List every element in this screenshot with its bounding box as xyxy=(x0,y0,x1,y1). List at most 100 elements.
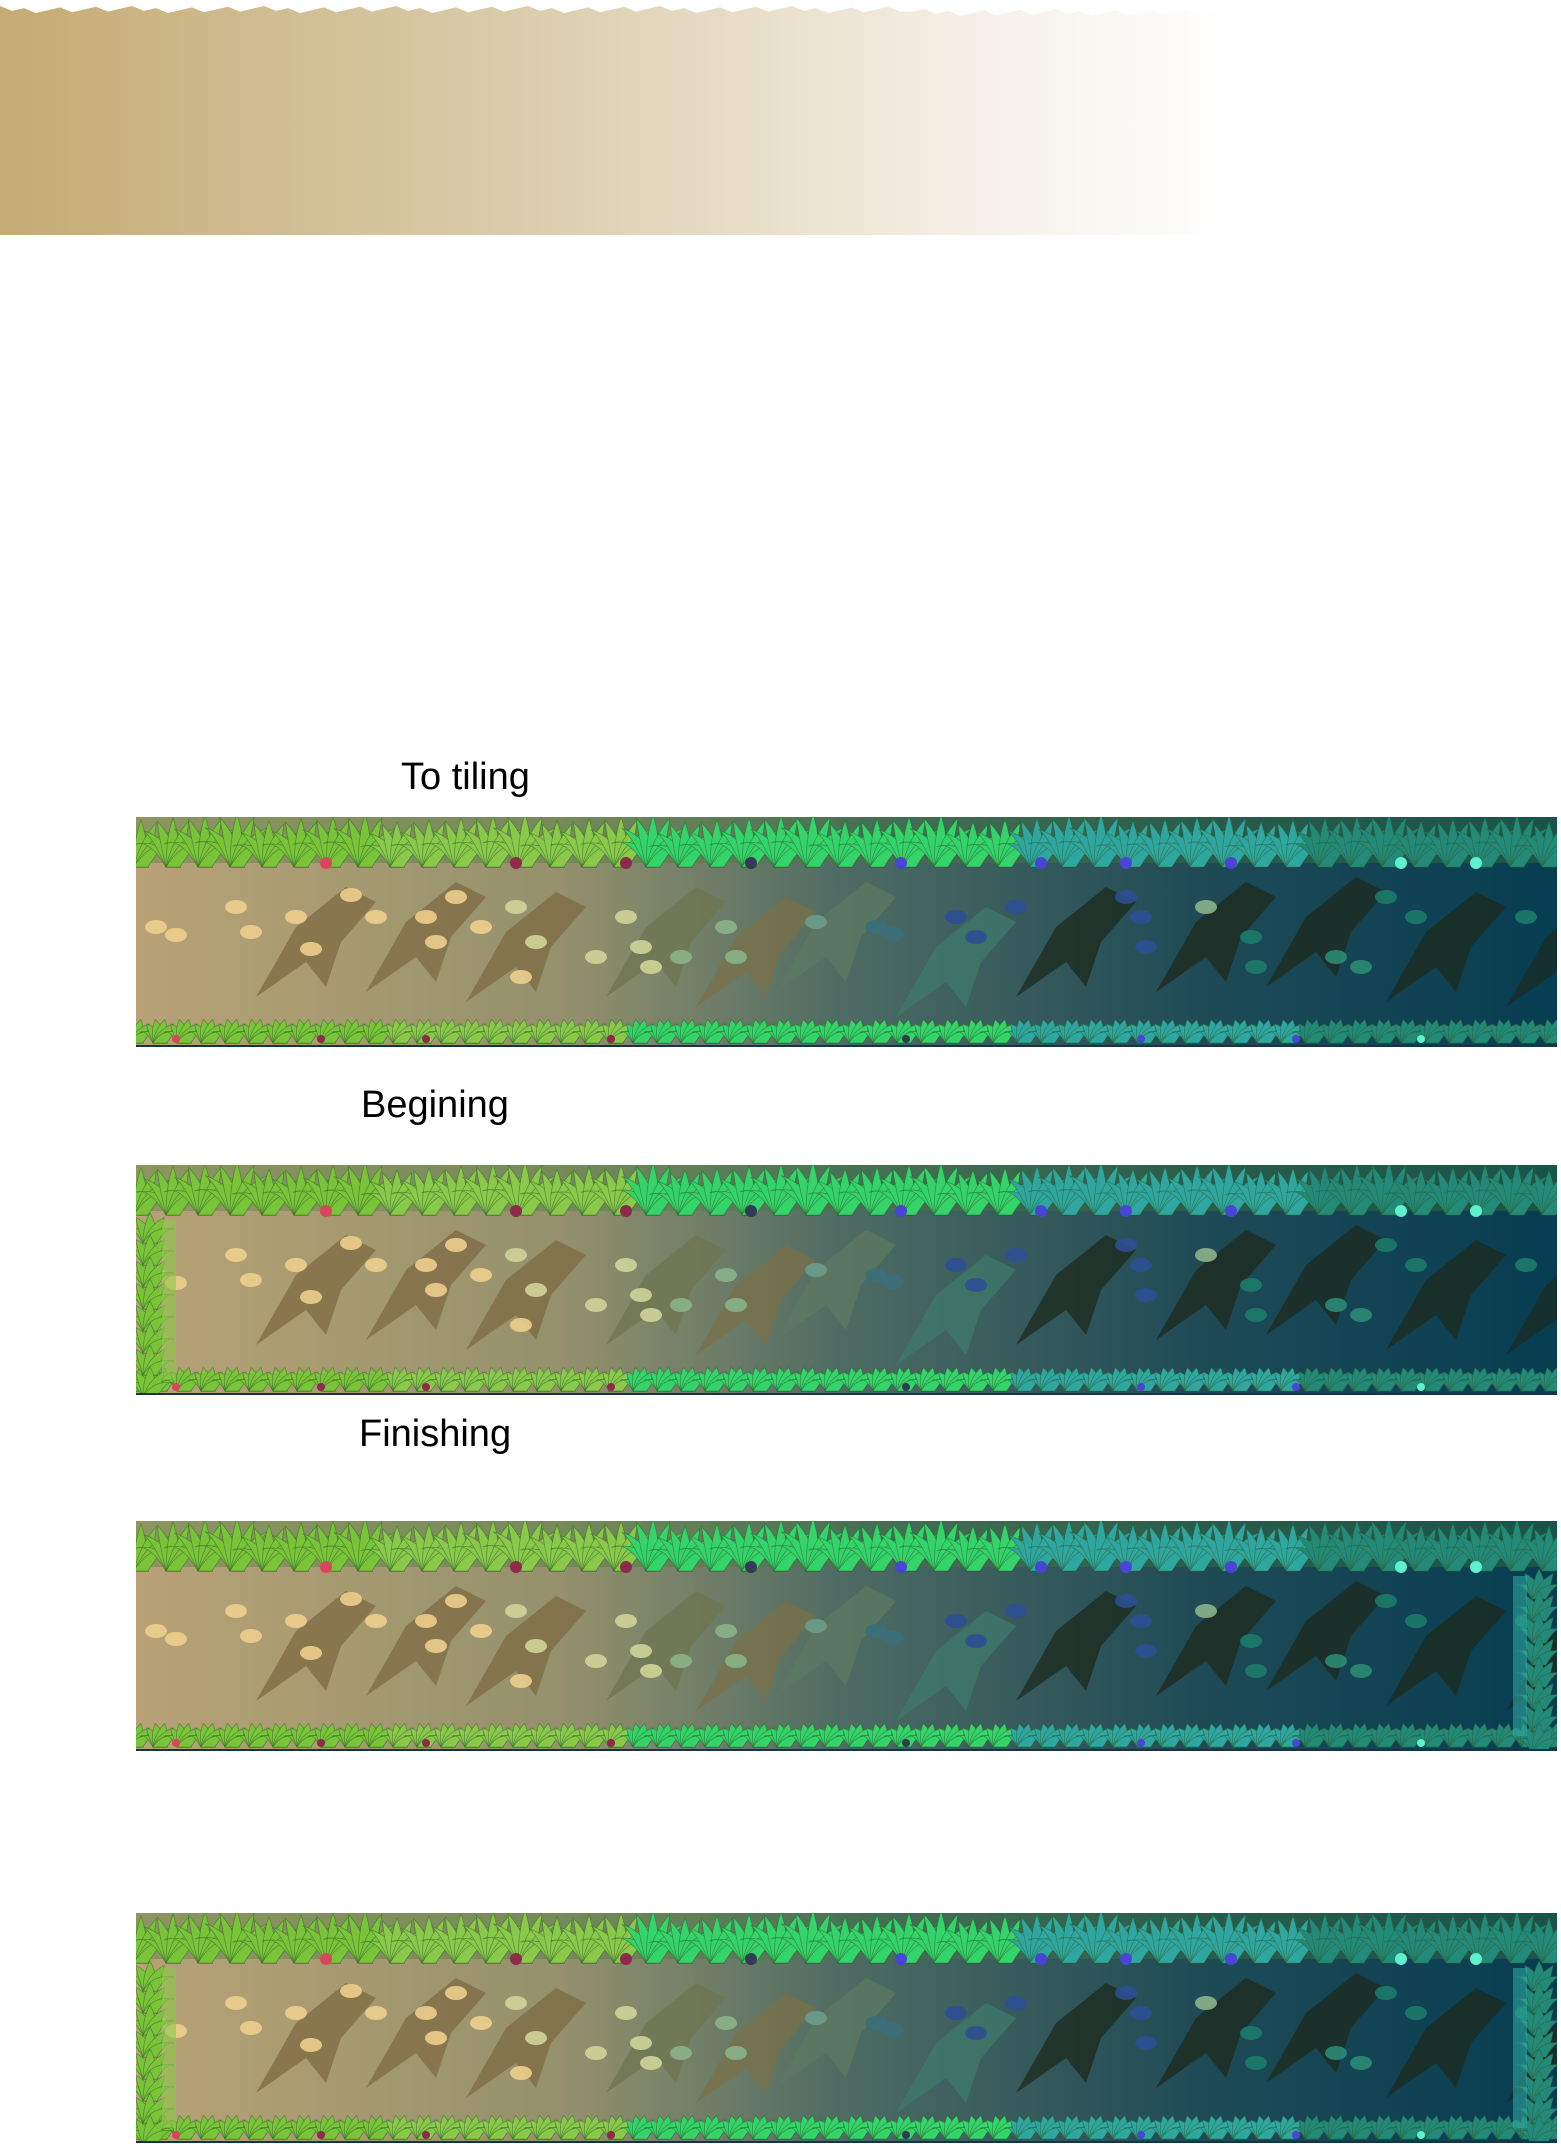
ground-spot xyxy=(445,1238,467,1252)
ground-spot xyxy=(525,2031,547,2045)
ground-spot xyxy=(1325,2046,1347,2060)
grass-clump xyxy=(259,1366,301,1392)
grass-clump xyxy=(1195,1018,1237,1044)
flower-icon xyxy=(317,1035,325,1043)
grass-clump xyxy=(979,2114,1021,2140)
grass-clump xyxy=(739,2114,781,2140)
ground-spot xyxy=(225,1604,247,1618)
grass-clump xyxy=(1387,1018,1429,1044)
flower-icon xyxy=(620,1953,632,1965)
grass-clump xyxy=(715,1366,757,1392)
shadow-shape xyxy=(256,887,376,997)
finishing-label: Finishing xyxy=(359,1413,512,1455)
grass-clump xyxy=(955,1018,997,1044)
grass-clump xyxy=(283,1018,325,1044)
ground-spot xyxy=(415,1258,437,1272)
shadow-shape xyxy=(696,1993,816,2103)
ground-spot xyxy=(1375,1594,1397,1608)
ground-spot xyxy=(505,900,527,914)
ground-spot xyxy=(1195,1996,1217,2010)
grass-clump xyxy=(907,1018,949,1044)
ground-spot xyxy=(630,1644,652,1658)
grass-clump xyxy=(859,1018,901,1044)
flower-icon xyxy=(422,1383,430,1391)
grass-clump xyxy=(136,1212,175,1244)
grass-clump xyxy=(136,1366,175,1395)
ground-spot xyxy=(415,1614,437,1628)
tile-strip-begining xyxy=(136,1165,1557,1395)
ground-spot xyxy=(585,950,607,964)
ground-spot xyxy=(505,1996,527,2010)
grass-clump xyxy=(691,2114,733,2140)
grass-clump xyxy=(1512,1916,1557,1964)
flower-icon xyxy=(422,1035,430,1043)
grass-clump xyxy=(427,1366,469,1392)
grass-clump xyxy=(1531,1366,1557,1392)
ground-spot xyxy=(1005,1604,1027,1618)
shadow-shape xyxy=(1506,928,1557,1007)
flower-icon xyxy=(1137,1739,1145,1747)
grass-clump xyxy=(211,1722,253,1748)
ground-spot xyxy=(525,935,547,949)
grass-clump xyxy=(283,1366,325,1392)
ground-spot xyxy=(300,942,322,956)
grass-clump xyxy=(899,817,983,868)
begining-label: Begining xyxy=(361,1084,509,1126)
ground-spot xyxy=(805,915,827,929)
flower-icon xyxy=(1417,2131,1425,2139)
grass-clump xyxy=(667,2114,709,2140)
ground-spot xyxy=(425,1639,447,1653)
flower-icon xyxy=(902,1035,910,1043)
grass-clump xyxy=(1095,819,1171,868)
ground-spot xyxy=(165,1632,187,1646)
grass-clump xyxy=(211,1366,253,1392)
flower-icon xyxy=(1137,2131,1145,2139)
grass-clump xyxy=(379,1018,421,1044)
grass-clump xyxy=(451,1018,493,1044)
flower-icon xyxy=(1292,1035,1300,1043)
grass-clump xyxy=(1075,1366,1117,1392)
grass-clump xyxy=(1514,2048,1557,2080)
grass-clump xyxy=(427,1018,469,1044)
ground-spot xyxy=(340,1592,362,1606)
ground-spot xyxy=(1350,960,1372,974)
grass-clump xyxy=(1003,1722,1045,1748)
flower-icon xyxy=(745,857,757,869)
grass-clump xyxy=(231,1523,307,1572)
flower-icon xyxy=(620,857,632,869)
ground-spot xyxy=(445,1594,467,1608)
flower-icon xyxy=(1137,1035,1145,1043)
shadow-shape xyxy=(1016,1591,1136,1701)
ground-spot xyxy=(1245,2056,1267,2070)
ground-spot xyxy=(965,930,987,944)
ground-spot xyxy=(715,1624,737,1638)
grass-clump xyxy=(262,1165,340,1216)
ground-spot xyxy=(425,2031,447,2045)
ground-spot xyxy=(1115,1594,1137,1608)
grass-clump xyxy=(1531,1018,1557,1044)
grass-clump xyxy=(499,1018,541,1044)
ground-spot xyxy=(470,1624,492,1638)
ground-spot xyxy=(365,2006,387,2020)
grass-clump xyxy=(1435,2114,1477,2140)
grass-clump xyxy=(379,1722,421,1748)
ground-spot xyxy=(1405,910,1427,924)
shadow-shape xyxy=(1156,1586,1276,1696)
ground-spot xyxy=(725,1654,747,1668)
grass-clump xyxy=(1027,1018,1069,1044)
flower-icon xyxy=(1470,1205,1482,1217)
grass-clump xyxy=(1171,1722,1213,1748)
shadow-shape xyxy=(366,882,486,992)
flower-icon xyxy=(1395,1953,1407,1965)
grass-clump xyxy=(955,1722,997,1748)
ground-spot xyxy=(865,2016,887,2030)
ground-spot xyxy=(1195,1604,1217,1618)
ground-spot xyxy=(1245,1664,1267,1678)
ground-spot xyxy=(300,1290,322,1304)
grass-clump xyxy=(1027,1366,1069,1392)
flower-icon xyxy=(895,1205,907,1217)
shadow-shape xyxy=(776,882,896,992)
grass-clump xyxy=(331,1018,373,1044)
ground-spot xyxy=(882,1275,904,1289)
ground-spot xyxy=(805,1619,827,1633)
